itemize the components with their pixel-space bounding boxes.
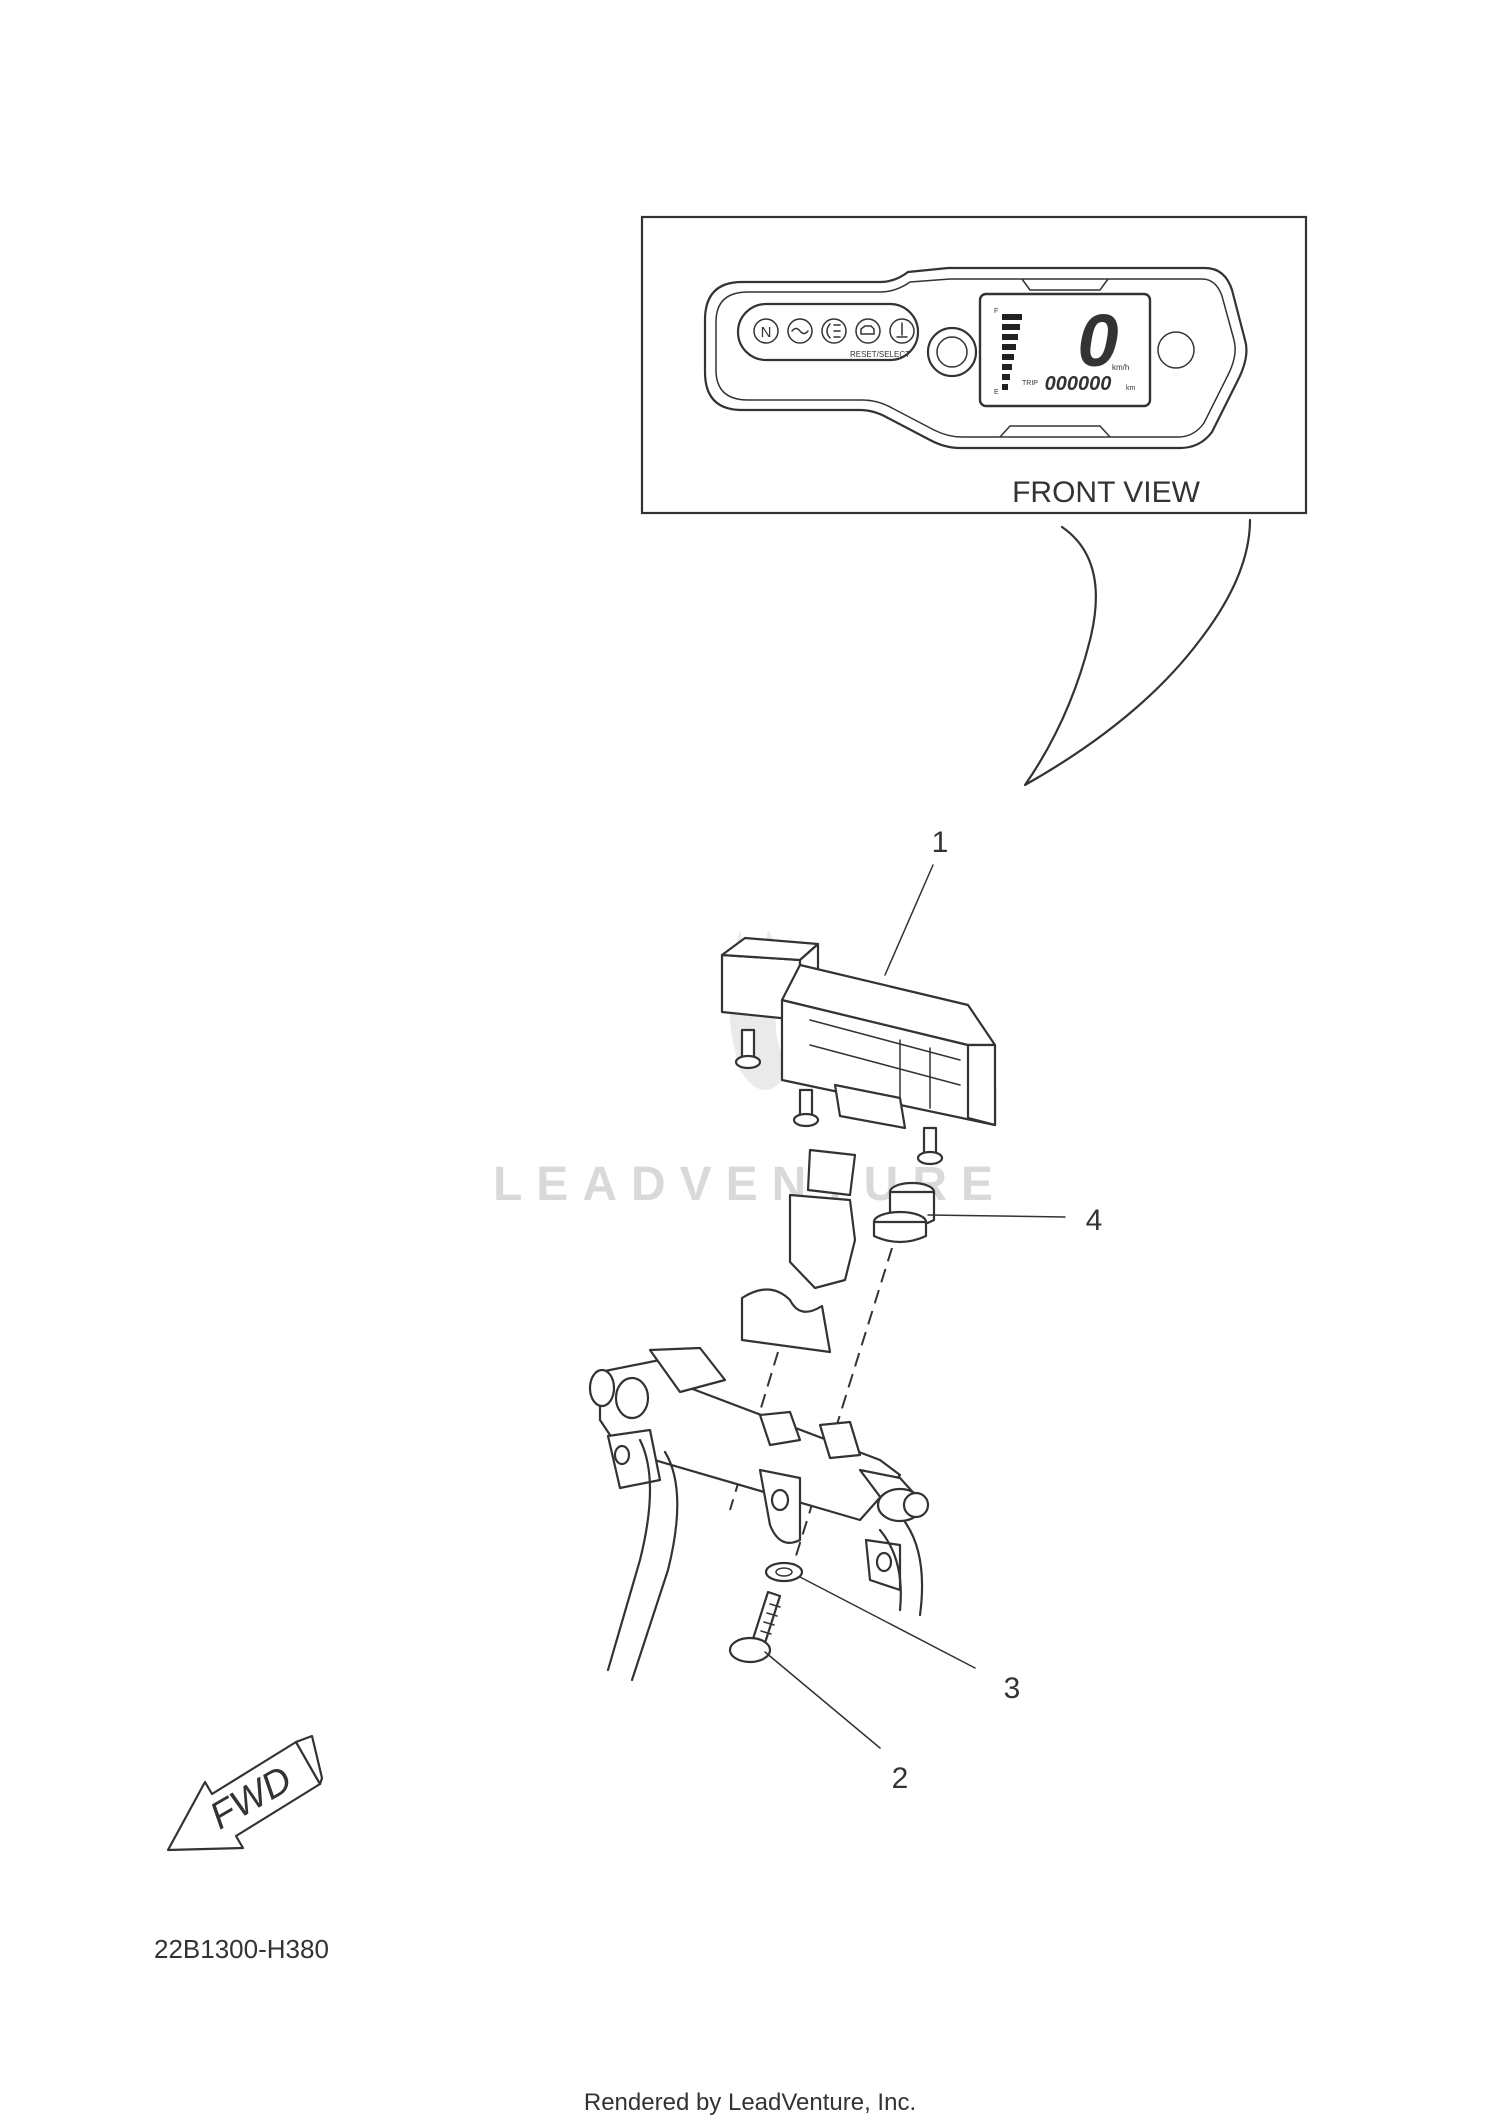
part-4-collar: [872, 1181, 936, 1244]
coolant-temp-icon: [889, 318, 915, 344]
engine-warning-icon: [855, 318, 881, 344]
speed-digit: 0: [1077, 299, 1118, 382]
part-code: 22B1300-H380: [154, 1934, 329, 1964]
forward-arrow-icon: FWD: [166, 1734, 324, 1852]
callout-1: 1: [932, 826, 949, 859]
odometer-unit: km: [1126, 385, 1136, 392]
neutral-indicator-icon: [753, 318, 779, 344]
neutral-indicator-label: N: [761, 324, 772, 341]
part-1-meter-assembly: [720, 936, 997, 1166]
leader-2: [764, 1651, 881, 1749]
meter-top-tab: [1021, 278, 1109, 291]
front-view-label: FRONT VIEW: [1012, 476, 1200, 509]
callout-4: 4: [1086, 1204, 1103, 1237]
lcd-screen: [978, 292, 1152, 408]
indicator-panel: [736, 302, 920, 362]
meter-housing-inner: [715, 278, 1236, 438]
footer-credit: Rendered by LeadVenture, Inc.: [584, 2089, 916, 2116]
meter-bracket: [588, 1346, 930, 1682]
part-2-screw: [728, 1590, 782, 1664]
speed-unit: km/h: [1112, 363, 1129, 372]
inset-leader: [1023, 518, 1252, 787]
leader-4: [927, 1214, 1066, 1218]
meter-bottom-tab: [999, 425, 1111, 438]
reset-button-ring: [926, 326, 978, 378]
meter-mount-hole: [1157, 331, 1195, 369]
reset-select-button: [936, 336, 968, 368]
callout-3: 3: [1004, 1672, 1021, 1705]
headlight-indicator-icon: [821, 318, 847, 344]
fuel-gauge-bars: [1002, 314, 1022, 390]
reset-select-label: RESET/SELECT: [850, 350, 910, 359]
fuel-full-mark: F: [994, 308, 998, 315]
leader-1: [884, 864, 934, 976]
leader-3: [799, 1576, 976, 1669]
callout-2: 2: [892, 1762, 909, 1795]
fuel-empty-mark: E: [994, 389, 999, 396]
part-3-washer: [764, 1561, 804, 1583]
assembly-line-right: [789, 1247, 893, 1576]
high-beam-indicator-icon: [787, 318, 813, 344]
odometer-readout: 000000: [1045, 373, 1112, 395]
front-view-inset: N RESET/SELECT F E 0 km/h TRIP 000000: [640, 215, 1308, 515]
meter-damper-stack: [740, 1148, 857, 1354]
trip-label: TRIP: [1022, 380, 1038, 387]
